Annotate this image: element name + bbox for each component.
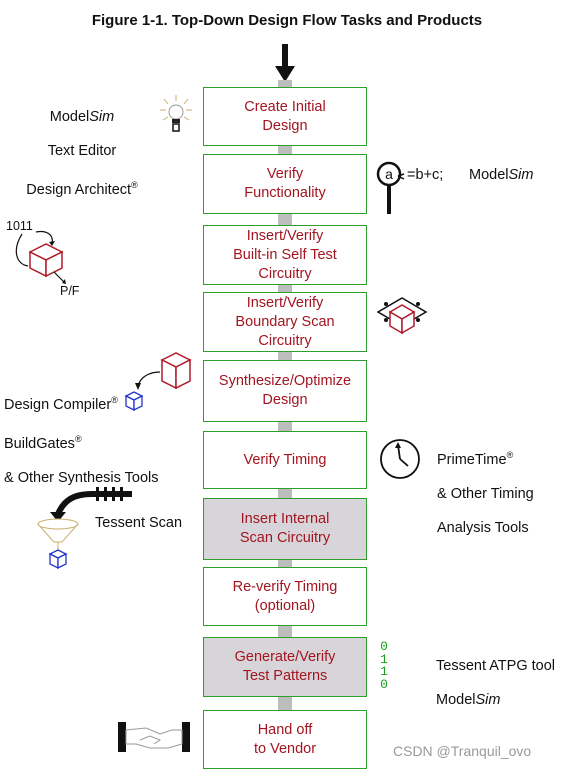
bist-bits: 1011 — [6, 219, 33, 233]
step-insert-internal-scan[interactable]: Insert Internal Scan Circuitry — [203, 498, 367, 560]
timing-tools-text: PrimeTime® & Other Timing Analysis Tools — [437, 430, 534, 554]
atpg-bits: 0 1 1 0 — [380, 639, 388, 692]
synth-tool-design-compiler: Design Compiler® — [4, 395, 118, 413]
atpg-tool-tessent: Tessent ATPG tool — [436, 658, 556, 674]
create-tool-text-editor: Text Editor — [47, 143, 117, 159]
step-verify-functionality[interactable]: Verify Functionality — [203, 154, 367, 214]
create-tool-modelsim: ModelSim — [49, 109, 115, 125]
step-generate-verify-test-patterns[interactable]: Generate/Verify Test Patterns — [203, 637, 367, 697]
cube-boundary-icon — [376, 297, 428, 335]
cube-synth-red-icon — [135, 352, 192, 390]
cube-bist-icon — [15, 230, 66, 284]
light-bulb-icon — [160, 95, 192, 132]
atpg-tool-modelsim: ModelSim — [436, 692, 501, 708]
bist-result: P/F — [60, 284, 80, 298]
verify-tool-modelsim: ModelSim — [469, 167, 534, 183]
cube-synth-blue-icon — [124, 391, 144, 412]
step-hand-off-to-vendor[interactable]: Hand off to Vendor — [203, 710, 367, 769]
magnifier-letter: a — [385, 166, 393, 182]
timing-tool-primetime: PrimeTime® — [437, 450, 514, 468]
create-tools-text: ModelSim Text Editor Design Architect® — [22, 92, 142, 216]
create-tool-design-architect: Design Architect® — [26, 180, 138, 198]
step-synthesize-optimize-design[interactable]: Synthesize/Optimize Design — [203, 360, 367, 422]
cube-scan-blue-icon — [48, 549, 68, 570]
down-arrow-icon — [275, 44, 295, 82]
handshake-icon — [118, 722, 190, 752]
watermark: CSDN @Tranquil_ovo — [393, 743, 532, 759]
scan-tool-tessent: Tessent Scan — [95, 515, 183, 531]
timing-tool-other: & Other Timing — [437, 485, 534, 502]
clock-icon — [380, 439, 420, 479]
step-verify-timing[interactable]: Verify Timing — [203, 431, 367, 489]
synth-tool-other: & Other Synthesis Tools — [4, 469, 159, 486]
verify-expression: =b+c; — [407, 167, 444, 183]
step-reverify-timing[interactable]: Re-verify Timing (optional) — [203, 567, 367, 626]
magnifier-icon: a — [376, 161, 405, 214]
synth-tools-text: Design Compiler® BuildGates® & Other Syn… — [4, 375, 158, 504]
scan-funnel-icon — [37, 487, 132, 550]
step-insert-verify-boundary-scan[interactable]: Insert/Verify Boundary Scan Circuitry — [203, 292, 367, 352]
synth-tool-buildgates: BuildGates® — [4, 433, 82, 452]
step-insert-verify-bist[interactable]: Insert/Verify Built-in Self Test Circuit… — [203, 225, 367, 285]
atpg-tools-text: Tessent ATPG tool ModelSim — [436, 641, 555, 726]
page-title: Figure 1-1. Top-Down Design Flow Tasks a… — [91, 12, 483, 29]
step-create-initial-design[interactable]: Create Initial Design — [203, 87, 367, 146]
timing-tool-analysis: Analysis Tools — [437, 519, 529, 536]
